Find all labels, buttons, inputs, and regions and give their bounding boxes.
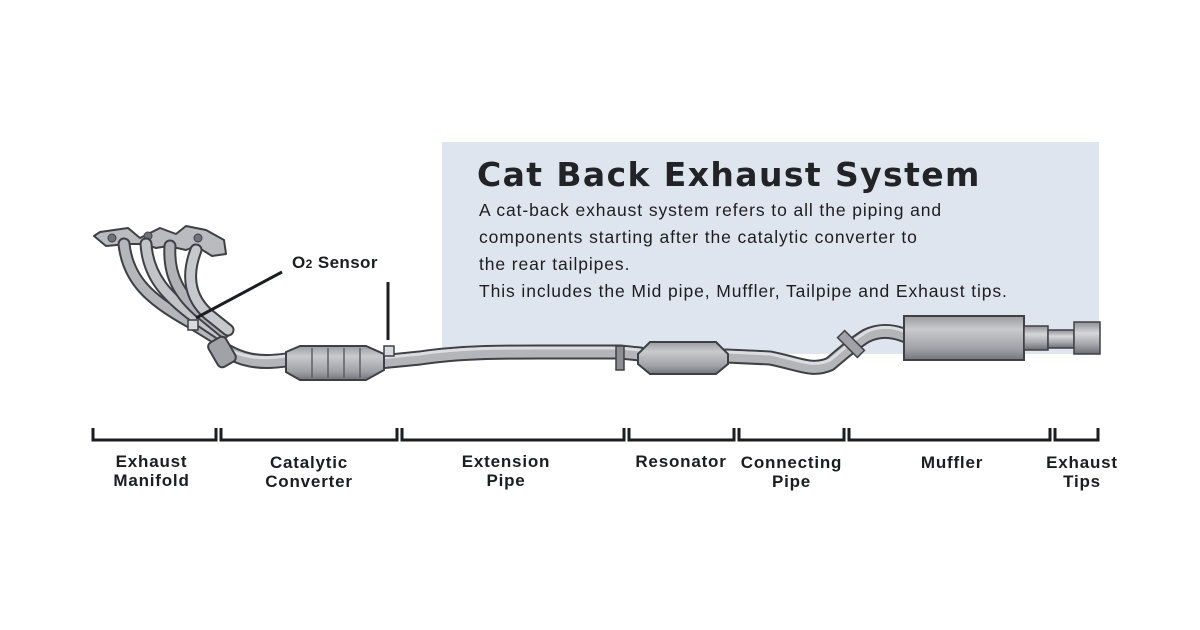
- segment-brackets: [91, 428, 1100, 442]
- bracket-exhaust-tips: [1053, 428, 1100, 442]
- description-line-2: components starting after the catalytic …: [479, 227, 918, 247]
- bracket-exhaust-manifold: [91, 428, 218, 442]
- muffler: [903, 315, 1049, 361]
- connecting-flange: [836, 329, 866, 359]
- o2-sensor-label: O2 Sensor: [292, 253, 378, 272]
- catalytic-converter: [285, 345, 385, 381]
- o2-sensor-downstream: [383, 282, 395, 357]
- bracket-extension-pipe: [400, 428, 626, 442]
- description-line-3: the rear tailpipes.: [479, 254, 631, 274]
- bracket-resonator: [627, 428, 736, 442]
- description-line-4: This includes the Mid pipe, Muffler, Tai…: [479, 281, 1008, 301]
- panel-title: Cat Back Exhaust System: [477, 155, 981, 194]
- bracket-catalytic-converter: [219, 428, 399, 442]
- bracket-muffler: [847, 428, 1052, 442]
- resonator: [615, 341, 729, 375]
- manifold-flange: [207, 335, 237, 369]
- description-line-1: A cat-back exhaust system refers to all …: [479, 200, 942, 220]
- o2-sensor-upstream: [187, 270, 283, 331]
- label-resonator: Resonator: [635, 452, 727, 471]
- exhaust-manifold: [93, 225, 235, 345]
- label-muffler: Muffler: [920, 453, 984, 472]
- exhaust-tips: [1047, 321, 1101, 355]
- bracket-connecting-pipe: [737, 428, 846, 442]
